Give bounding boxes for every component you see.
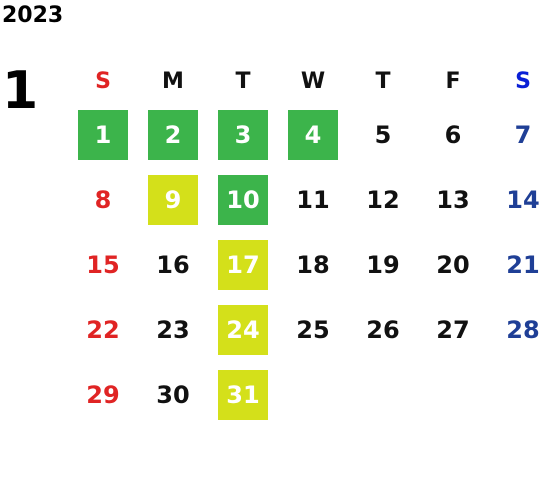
- day-number: 12: [366, 185, 400, 214]
- day-number: 17: [218, 239, 268, 290]
- calendar-grid: S M T W T F S 1 2 3 4 5 6 7 8 9 10 11 12…: [68, 60, 548, 450]
- day-number: 13: [436, 185, 470, 214]
- day-cell: 3: [208, 102, 278, 167]
- day-cell: 13: [418, 167, 488, 232]
- day-number: 18: [296, 250, 330, 279]
- weekday-header-saturday: S: [515, 68, 531, 94]
- day-number: 21: [506, 250, 540, 279]
- day-cell: 28: [488, 297, 548, 362]
- day-cell: 5: [348, 102, 418, 167]
- day-number: 5: [374, 120, 392, 149]
- day-cell: 7: [488, 102, 548, 167]
- day-number: 9: [148, 174, 198, 225]
- day-cell: 22: [68, 297, 138, 362]
- day-number: 14: [506, 185, 540, 214]
- day-cell: 23: [138, 297, 208, 362]
- day-number: 22: [86, 315, 120, 344]
- day-number: 8: [94, 185, 112, 214]
- day-number: 3: [218, 109, 268, 160]
- weekday-header-sunday: S: [95, 68, 111, 94]
- day-number: 31: [218, 369, 268, 420]
- day-number: 7: [514, 120, 532, 149]
- day-cell: 27: [418, 297, 488, 362]
- day-cell: 9: [138, 167, 208, 232]
- day-number: 26: [366, 315, 400, 344]
- day-cell: 20: [418, 232, 488, 297]
- day-cell: 11: [278, 167, 348, 232]
- day-cell: 16: [138, 232, 208, 297]
- day-cell: 26: [348, 297, 418, 362]
- weekday-header-tuesday: T: [235, 68, 251, 94]
- day-cell: 29: [68, 362, 138, 427]
- day-cell: 21: [488, 232, 548, 297]
- day-cell: 30: [138, 362, 208, 427]
- day-cell: 18: [278, 232, 348, 297]
- day-number: 1: [78, 109, 128, 160]
- day-cell: 31: [208, 362, 278, 427]
- day-cell: 2: [138, 102, 208, 167]
- day-cell: 12: [348, 167, 418, 232]
- day-number: 15: [86, 250, 120, 279]
- day-number: 23: [156, 315, 190, 344]
- weekday-header-friday: F: [445, 68, 461, 94]
- weekday-header-thursday: T: [375, 68, 391, 94]
- day-cell: 25: [278, 297, 348, 362]
- day-cell: 1: [68, 102, 138, 167]
- calendar-month: 1: [2, 61, 39, 121]
- weekday-header-wednesday: W: [300, 68, 326, 94]
- day-number: 10: [218, 174, 268, 225]
- day-cell: 10: [208, 167, 278, 232]
- day-number: 25: [296, 315, 330, 344]
- day-number: 6: [444, 120, 462, 149]
- day-cell: 6: [418, 102, 488, 167]
- weekday-header-monday: M: [162, 68, 184, 94]
- day-cell: 4: [278, 102, 348, 167]
- day-number: 24: [218, 304, 268, 355]
- day-cell: 24: [208, 297, 278, 362]
- day-cell: 14: [488, 167, 548, 232]
- calendar-year: 2023: [2, 3, 64, 28]
- day-number: 19: [366, 250, 400, 279]
- day-number: 4: [288, 109, 338, 160]
- day-cell: 17: [208, 232, 278, 297]
- day-number: 16: [156, 250, 190, 279]
- day-number: 30: [156, 380, 190, 409]
- day-cell: 19: [348, 232, 418, 297]
- day-number: 27: [436, 315, 470, 344]
- day-number: 2: [148, 109, 198, 160]
- day-number: 28: [506, 315, 540, 344]
- day-cell: 8: [68, 167, 138, 232]
- day-cell: 15: [68, 232, 138, 297]
- day-number: 29: [86, 380, 120, 409]
- day-number: 20: [436, 250, 470, 279]
- day-number: 11: [296, 185, 330, 214]
